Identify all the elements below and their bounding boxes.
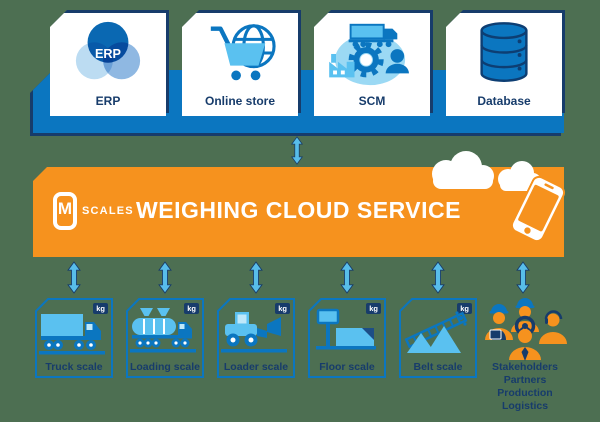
- stakeholders-label-line: Logistics: [501, 400, 549, 412]
- loading-scale-icon: [130, 308, 196, 353]
- scale-card-label: Loader scale: [223, 361, 289, 373]
- scale-card-frame: [126, 298, 204, 378]
- scale-card-label: Floor scale: [319, 361, 375, 373]
- system-card-erp: ERP ERP: [50, 13, 166, 116]
- double-arrow-icon: [516, 261, 530, 294]
- kg-badge: kg: [275, 303, 290, 314]
- double-arrow-icon: [340, 261, 354, 294]
- erp-venn-text: ERP: [95, 47, 121, 61]
- stakeholders-label-line: Partners: [503, 374, 547, 386]
- system-card-database: Database: [446, 13, 562, 116]
- supply-chain-icon: [329, 23, 409, 86]
- mscales-logo-badge: M: [53, 192, 77, 230]
- stakeholders-label-line: Production: [497, 387, 553, 399]
- scale-card-frame: [399, 298, 477, 378]
- scale-card-frame: [217, 298, 295, 378]
- scale-card-loader: kg Loader scale: [217, 298, 295, 378]
- double-arrow-icon: [290, 136, 304, 165]
- stakeholders-label-line: Stakeholders: [492, 361, 558, 373]
- scale-card-label: Belt scale: [413, 361, 463, 373]
- system-card-online-store: Online store: [182, 13, 298, 116]
- scale-card-frame: [308, 298, 386, 378]
- scale-card-belt: kg Belt scale: [399, 298, 477, 378]
- banner-title: WEIGHING CLOUD SERVICE: [136, 197, 461, 223]
- double-arrow-icon: [158, 261, 172, 294]
- system-card-label: SCM: [358, 94, 386, 108]
- system-card-label: ERP: [95, 94, 121, 108]
- mscales-logo-letter: M: [57, 199, 73, 218]
- double-arrow-icon: [67, 261, 81, 294]
- scale-card-floor: kg Floor scale: [308, 298, 386, 378]
- clouds-icon: [432, 151, 541, 191]
- kg-badge: kg: [457, 303, 472, 314]
- erp-venn-icon: ERP: [75, 21, 141, 80]
- stakeholders-labels: Stakeholders Partners Production Logisti…: [455, 361, 595, 413]
- belt-scale-icon: [404, 311, 468, 353]
- smartphone-icon: [510, 175, 566, 243]
- scale-card-loading: kg Loading scale: [126, 298, 204, 378]
- double-arrow-icon: [249, 261, 263, 294]
- floor-scale-icon: [316, 308, 376, 350]
- scale-card-frame: [35, 298, 113, 378]
- scale-card-truck: kg Truck scale: [35, 298, 113, 378]
- kg-badge: kg: [93, 303, 108, 314]
- mscales-logo: M SCALES: [53, 192, 134, 230]
- scale-card-label: Truck scale: [45, 361, 103, 373]
- scale-card-label: Loading scale: [129, 361, 201, 373]
- system-card-label: Database: [477, 94, 531, 108]
- stakeholders-icon: [485, 298, 567, 361]
- cart-globe-icon: [210, 24, 276, 81]
- double-arrow-icon: [431, 261, 445, 294]
- truck-scale-icon: [39, 314, 105, 355]
- mscales-logo-word: SCALES: [82, 205, 134, 217]
- kg-badge: kg: [184, 303, 199, 314]
- system-card-scm: SCM: [314, 13, 430, 116]
- database-icon: [480, 22, 528, 82]
- kg-badge: kg: [366, 303, 381, 314]
- system-card-label: Online store: [204, 94, 275, 108]
- loader-scale-icon: [221, 312, 287, 353]
